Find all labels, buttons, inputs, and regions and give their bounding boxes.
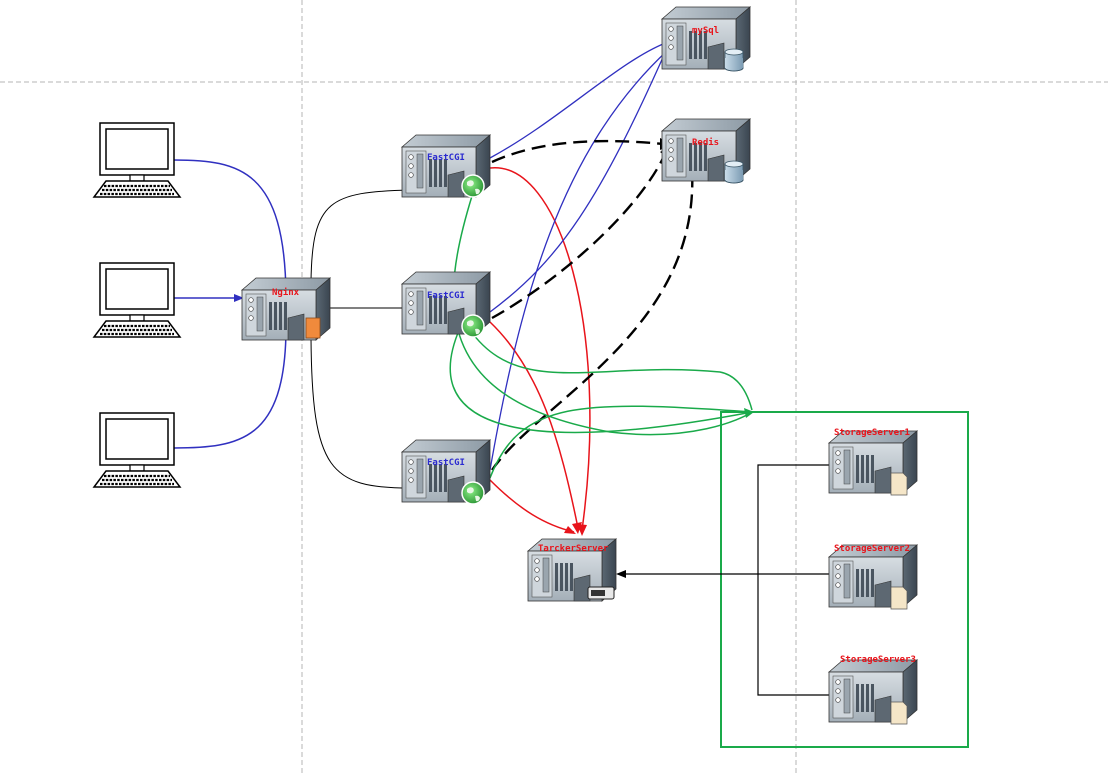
usb-drive-icon [587,586,615,600]
fastcgi-label-2: FastCGI [427,291,465,301]
storage-server-3[interactable] [828,659,918,725]
database-cylinder-icon [724,48,744,72]
drive-bay-icon [305,317,321,339]
mysql-label: mySql [692,26,719,36]
document-icon [890,701,908,725]
globe-icon [461,314,485,338]
tracker-arrowheads [564,522,587,536]
storage-server-1[interactable] [828,430,918,496]
globe-icon [461,174,485,198]
tracker-label: TarckerServer [538,544,609,554]
desktop-computer-icon [92,121,182,199]
tracker-edges [489,167,591,533]
nginx-server[interactable] [241,277,331,341]
nginx-to-fastcgi-edges [310,189,411,489]
client-edges [173,159,287,449]
fastcgi-label-3: FastCGI [427,458,465,468]
redis-edges [491,139,694,471]
storage-edges [449,195,753,479]
storage-group-box [720,411,969,748]
desktop-computer-icon [92,411,182,489]
storage-label-3: StorageServer3 [840,655,916,665]
globe-icon [461,481,485,505]
nginx-label: Nginx [272,287,300,298]
storage-label-1: StorageServer1 [834,428,910,438]
database-cylinder-icon [724,160,744,184]
mysql-edges [489,41,669,471]
client-computer-1[interactable] [92,121,182,199]
storage-bus [757,464,840,696]
redis-label: Redis [692,137,719,148]
document-icon [890,586,908,610]
storage-server-2[interactable] [828,544,918,610]
document-icon [890,472,908,496]
desktop-computer-icon [92,261,182,339]
client-computer-2[interactable] [92,261,182,339]
storage-label-2: StorageServer2 [834,544,910,554]
storage-arrowhead [744,408,754,418]
storage-to-tracker-edge [616,570,830,578]
tracker-server[interactable] [527,538,617,602]
fastcgi-label-1: FastCGI [427,153,465,163]
client-computer-3[interactable] [92,411,182,489]
